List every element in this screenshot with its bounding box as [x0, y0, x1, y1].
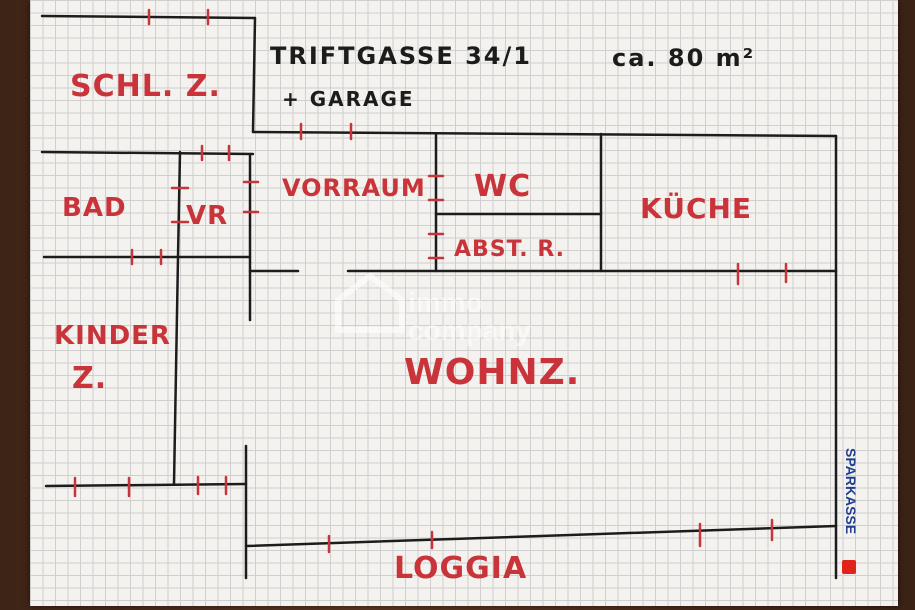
sparkasse-brand: SPARKASSE [842, 448, 859, 574]
garage-text: + GARAGE [282, 87, 415, 111]
address-text: TRIFTGASSE 34/1 [270, 42, 532, 70]
wall-schlz-bottom [40, 150, 255, 156]
wall-schlz-right [251, 16, 257, 134]
watermark: immo company [335, 272, 531, 346]
room-label-vorraum: VORRAUM [282, 174, 426, 202]
area-text: ca. 80 m² [612, 44, 755, 72]
room-label-kinder-z: Z. [72, 361, 107, 396]
sparkasse-logo [842, 560, 856, 574]
room-label-kueche: KÜCHE [640, 191, 752, 225]
house-logo [335, 272, 405, 333]
watermark-line2: company [408, 315, 531, 346]
wall-kinder-bottom [44, 482, 248, 488]
room-label-wohnz: WOHNZ. [404, 352, 580, 393]
opening-marks [73, 8, 788, 554]
wall-kinder-wohnz [172, 255, 180, 486]
wall-top-main [251, 130, 838, 138]
room-label-kinder: KINDER [54, 321, 171, 351]
room-label-schlz: SCHL. Z. [70, 69, 221, 104]
room-label-wc: WC [474, 169, 531, 204]
room-label-bad: BAD [62, 193, 127, 223]
grid-paper [30, 0, 898, 606]
sparkasse-text: SPARKASSE [843, 448, 859, 534]
room-label-loggia: LOGGIA [394, 551, 527, 586]
room-label-vr: VR [186, 201, 228, 231]
wall-loggia-top [244, 524, 838, 548]
wall-bad-vr [176, 150, 182, 259]
watermark-line1: immo [408, 287, 483, 318]
room-label-abstr: ABST. R. [454, 237, 565, 262]
